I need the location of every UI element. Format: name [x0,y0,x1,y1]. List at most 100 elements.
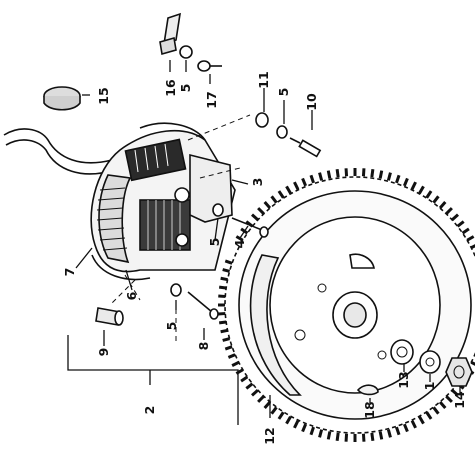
gear-tooth [395,426,401,436]
lock-washer-1 [419,350,441,374]
leader-lines [75,60,461,418]
gear-tooth [326,431,332,440]
gear-tooth [465,235,475,242]
woodruff-key-18 [356,384,379,396]
screw-8 [187,291,219,320]
gear-tooth [240,375,249,383]
gear-tooth [227,352,237,359]
gear-tooth [445,207,453,215]
gear-tooth [235,235,245,242]
gear-tooth [301,423,308,433]
gear-tooth [270,406,278,415]
gear-tooth [309,426,315,436]
gear-tooth [224,259,234,265]
gear-tooth [378,431,384,440]
callout-5-low: 5 [164,322,179,331]
gear-tooth [418,185,425,195]
callout-4: 4 [232,239,247,248]
gear-tooth [361,168,366,177]
callout-16: 16 [163,79,178,97]
gear-tooth [438,201,447,210]
callout-5-top: 5 [178,84,193,93]
gear-tooth [277,411,285,420]
gear-tooth [386,172,392,181]
gear-tooth [224,345,234,351]
gear-tooth [456,220,465,228]
gear-tooth [370,168,375,178]
gear-tooth [251,213,260,222]
gear-tooth [326,170,332,179]
gear-tooth [361,433,366,442]
gear-tooth [251,388,260,397]
callout-17: 17 [204,91,219,108]
gear-tooth [344,433,349,442]
callout-10: 10 [304,93,319,111]
gear-tooth [410,181,417,190]
callout-2: 2 [142,406,157,415]
gear-tooth [257,207,265,215]
gear-tooth [293,181,300,190]
assembly-bracket [67,335,239,425]
assembly-centerlines [109,114,251,345]
washer-11 [255,112,269,128]
callout-3: 3 [250,178,265,187]
gear-tooth [418,415,425,425]
washer-5-low [170,283,182,297]
gear-tooth [432,195,440,204]
gear-tooth [293,420,300,429]
gear-tooth [450,388,459,397]
gear-tooth [245,382,254,390]
gear-tooth [386,429,392,438]
screw-17 [197,60,222,72]
wire-lead [3,128,115,175]
gear-tooth [344,168,349,177]
washer-5-mid [212,203,224,217]
gear-tooth [301,177,308,187]
gear-tooth [410,420,417,429]
gear-tooth [285,185,292,195]
callout-6: 6 [124,291,139,300]
callout-12: 12 [262,427,277,444]
gear-tooth [309,174,315,184]
gear-tooth [277,190,285,199]
screw-4 [231,217,269,238]
gear-tooth [318,429,324,438]
callout-5-mid: 5 [207,238,222,247]
callout-labels: 16 5 17 15 11 5 10 3 5 4 7 6 5 8 9 13 1 … [62,71,467,444]
washer-5-right [276,125,288,139]
callout-5-right: 5 [276,88,291,97]
gear-tooth [335,432,340,442]
callout-11: 11 [256,71,271,88]
callout-7: 7 [62,268,77,277]
gear-tooth [218,311,227,316]
gear-tooth [257,395,265,403]
gear-tooth [270,195,278,204]
gear-tooth [450,213,459,222]
callout-8: 8 [196,342,211,351]
callout-15: 15 [96,87,111,104]
gear-tooth [461,227,470,235]
gear-tooth [222,268,231,274]
spacer-sleeve-9 [95,307,124,326]
bolt-10 [289,137,322,158]
gear-tooth [263,201,272,210]
callout-9: 9 [96,348,111,357]
gear-tooth [395,174,401,184]
gear-tooth [370,432,375,442]
washer-5-top [179,45,193,59]
rubber-cap-15 [43,86,81,111]
callout-1: 1 [422,382,437,391]
flywheel [224,176,475,434]
gear-tooth [438,400,447,409]
callout-13: 13 [396,371,411,388]
clip-16 [159,12,181,56]
gear-tooth [402,177,409,187]
stator-assembly [90,122,236,281]
gear-tooth [445,395,453,403]
gear-tooth [263,400,272,409]
gear-tooth [402,423,409,433]
washer-13 [390,339,414,365]
callout-18: 18 [362,401,377,418]
